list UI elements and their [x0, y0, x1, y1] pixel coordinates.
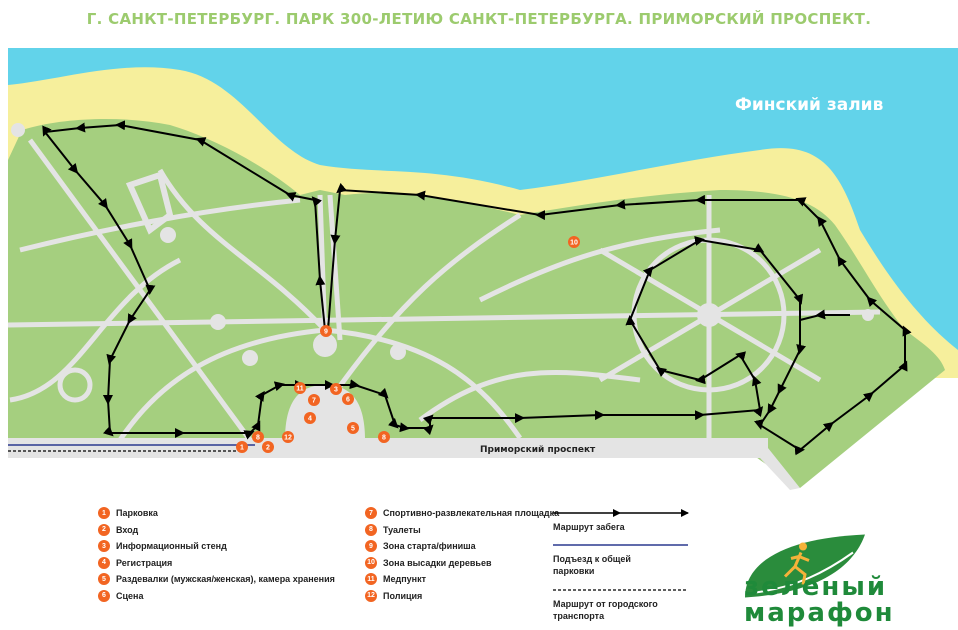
street-label: Приморский проспект: [480, 445, 596, 455]
svg-text:4: 4: [308, 416, 312, 423]
race-route: [42, 120, 912, 456]
legend-number-badge: 6: [98, 589, 110, 602]
legend-item-9: 9 Зона старта/финиша: [365, 540, 476, 552]
legend-number-badge: 12: [365, 589, 377, 602]
legend-number-badge: 4: [98, 556, 110, 569]
map-marker-12: 12: [282, 431, 294, 443]
legend-label: Информационный стенд: [116, 541, 227, 551]
legend-number-badge: 5: [98, 573, 110, 585]
svg-text:3: 3: [334, 387, 338, 394]
route-legend-race: Маршрут забега: [553, 522, 625, 532]
map-marker-10: 10: [568, 236, 580, 248]
legend-label: Медпункт: [383, 574, 427, 584]
map-marker-9: 9: [320, 325, 332, 337]
legend-number-badge: 11: [365, 573, 377, 585]
map-title: Г. САНКТ-ПЕТЕРБУРГ. ПАРК 300-ЛЕТИЮ САНКТ…: [86, 10, 872, 28]
legend-number-badge: 9: [365, 540, 377, 552]
map-marker-2: 2: [262, 441, 274, 453]
legend-label: Раздевалки (мужская/женская), камера хра…: [116, 574, 335, 584]
map-marker-4: 4: [304, 412, 316, 424]
svg-text:10: 10: [570, 240, 578, 247]
legend-label: Полиция: [383, 590, 423, 601]
svg-text:2: 2: [266, 445, 270, 452]
map-marker-7: 7: [308, 394, 320, 406]
legend-item-5: 5 Раздевалки (мужская/женская), камера хр…: [98, 573, 335, 585]
legend-item-1: 1 Парковка: [98, 507, 158, 519]
legend-label: Зона старта/финиша: [383, 541, 476, 551]
legend-item-12: 12 Полиция: [365, 589, 423, 602]
logo-text-line1: зеленый: [744, 572, 888, 602]
logo-text-line2: марафон: [744, 598, 895, 628]
legend-number-badge: 2: [98, 523, 110, 536]
map-marker-3: 3: [330, 383, 342, 395]
svg-text:7: 7: [312, 398, 316, 405]
route-legend-transit: Маршрут от городского транспорта: [553, 599, 658, 621]
svg-text:12: 12: [284, 435, 292, 442]
svg-text:11: 11: [296, 386, 304, 393]
legend-label: Парковка: [116, 508, 158, 518]
map-marker-8: 8: [378, 431, 390, 443]
legend-label: Регистрация: [116, 557, 173, 568]
legend-number-badge: 8: [365, 523, 377, 536]
map-marker-11: 11: [294, 382, 306, 394]
legend-item-4: 4 Регистрация: [98, 556, 173, 569]
sea-label: Финский залив: [735, 95, 884, 115]
route-legend-lines: [553, 509, 689, 591]
legend-number-badge: 1: [98, 507, 110, 519]
svg-text:9: 9: [324, 329, 328, 336]
map-marker-1: 1: [236, 441, 248, 453]
legend-item-2: 2 Вход: [98, 523, 139, 536]
svg-text:8: 8: [382, 435, 386, 442]
svg-text:8: 8: [256, 435, 260, 442]
legend-item-8: 8 Туалеты: [365, 523, 421, 536]
legend-item-7: 7 Спортивно-развлекательная площадка: [365, 507, 559, 519]
svg-text:6: 6: [346, 397, 350, 404]
svg-text:1: 1: [240, 445, 244, 452]
legend-number-badge: 7: [365, 507, 377, 519]
legend-label: Сцена: [116, 590, 144, 601]
legend-item-11: 11 Медпункт: [365, 573, 426, 585]
legend-number-badge: 3: [98, 540, 110, 552]
legend-number-badge: 10: [365, 556, 377, 569]
legend-label: Спортивно-развлекательная площадка: [383, 508, 560, 518]
map-marker-5: 5: [347, 422, 359, 434]
legend-item-3: 3 Информационный стенд: [98, 540, 227, 552]
map-marker-6: 6: [342, 393, 354, 405]
route-legend-parking: Подъезд к общей парковки: [553, 554, 631, 576]
logo-leaf: [745, 534, 865, 598]
legend-item-6: 6 Сцена: [98, 589, 144, 602]
legend-item-10: 10 Зона высадки деревьев: [365, 556, 492, 569]
legend-label: Вход: [116, 524, 139, 535]
svg-text:5: 5: [351, 426, 355, 433]
map-marker-8: 8: [252, 431, 264, 443]
legend-label: Туалеты: [383, 524, 421, 535]
legend-label: Зона высадки деревьев: [383, 557, 492, 568]
